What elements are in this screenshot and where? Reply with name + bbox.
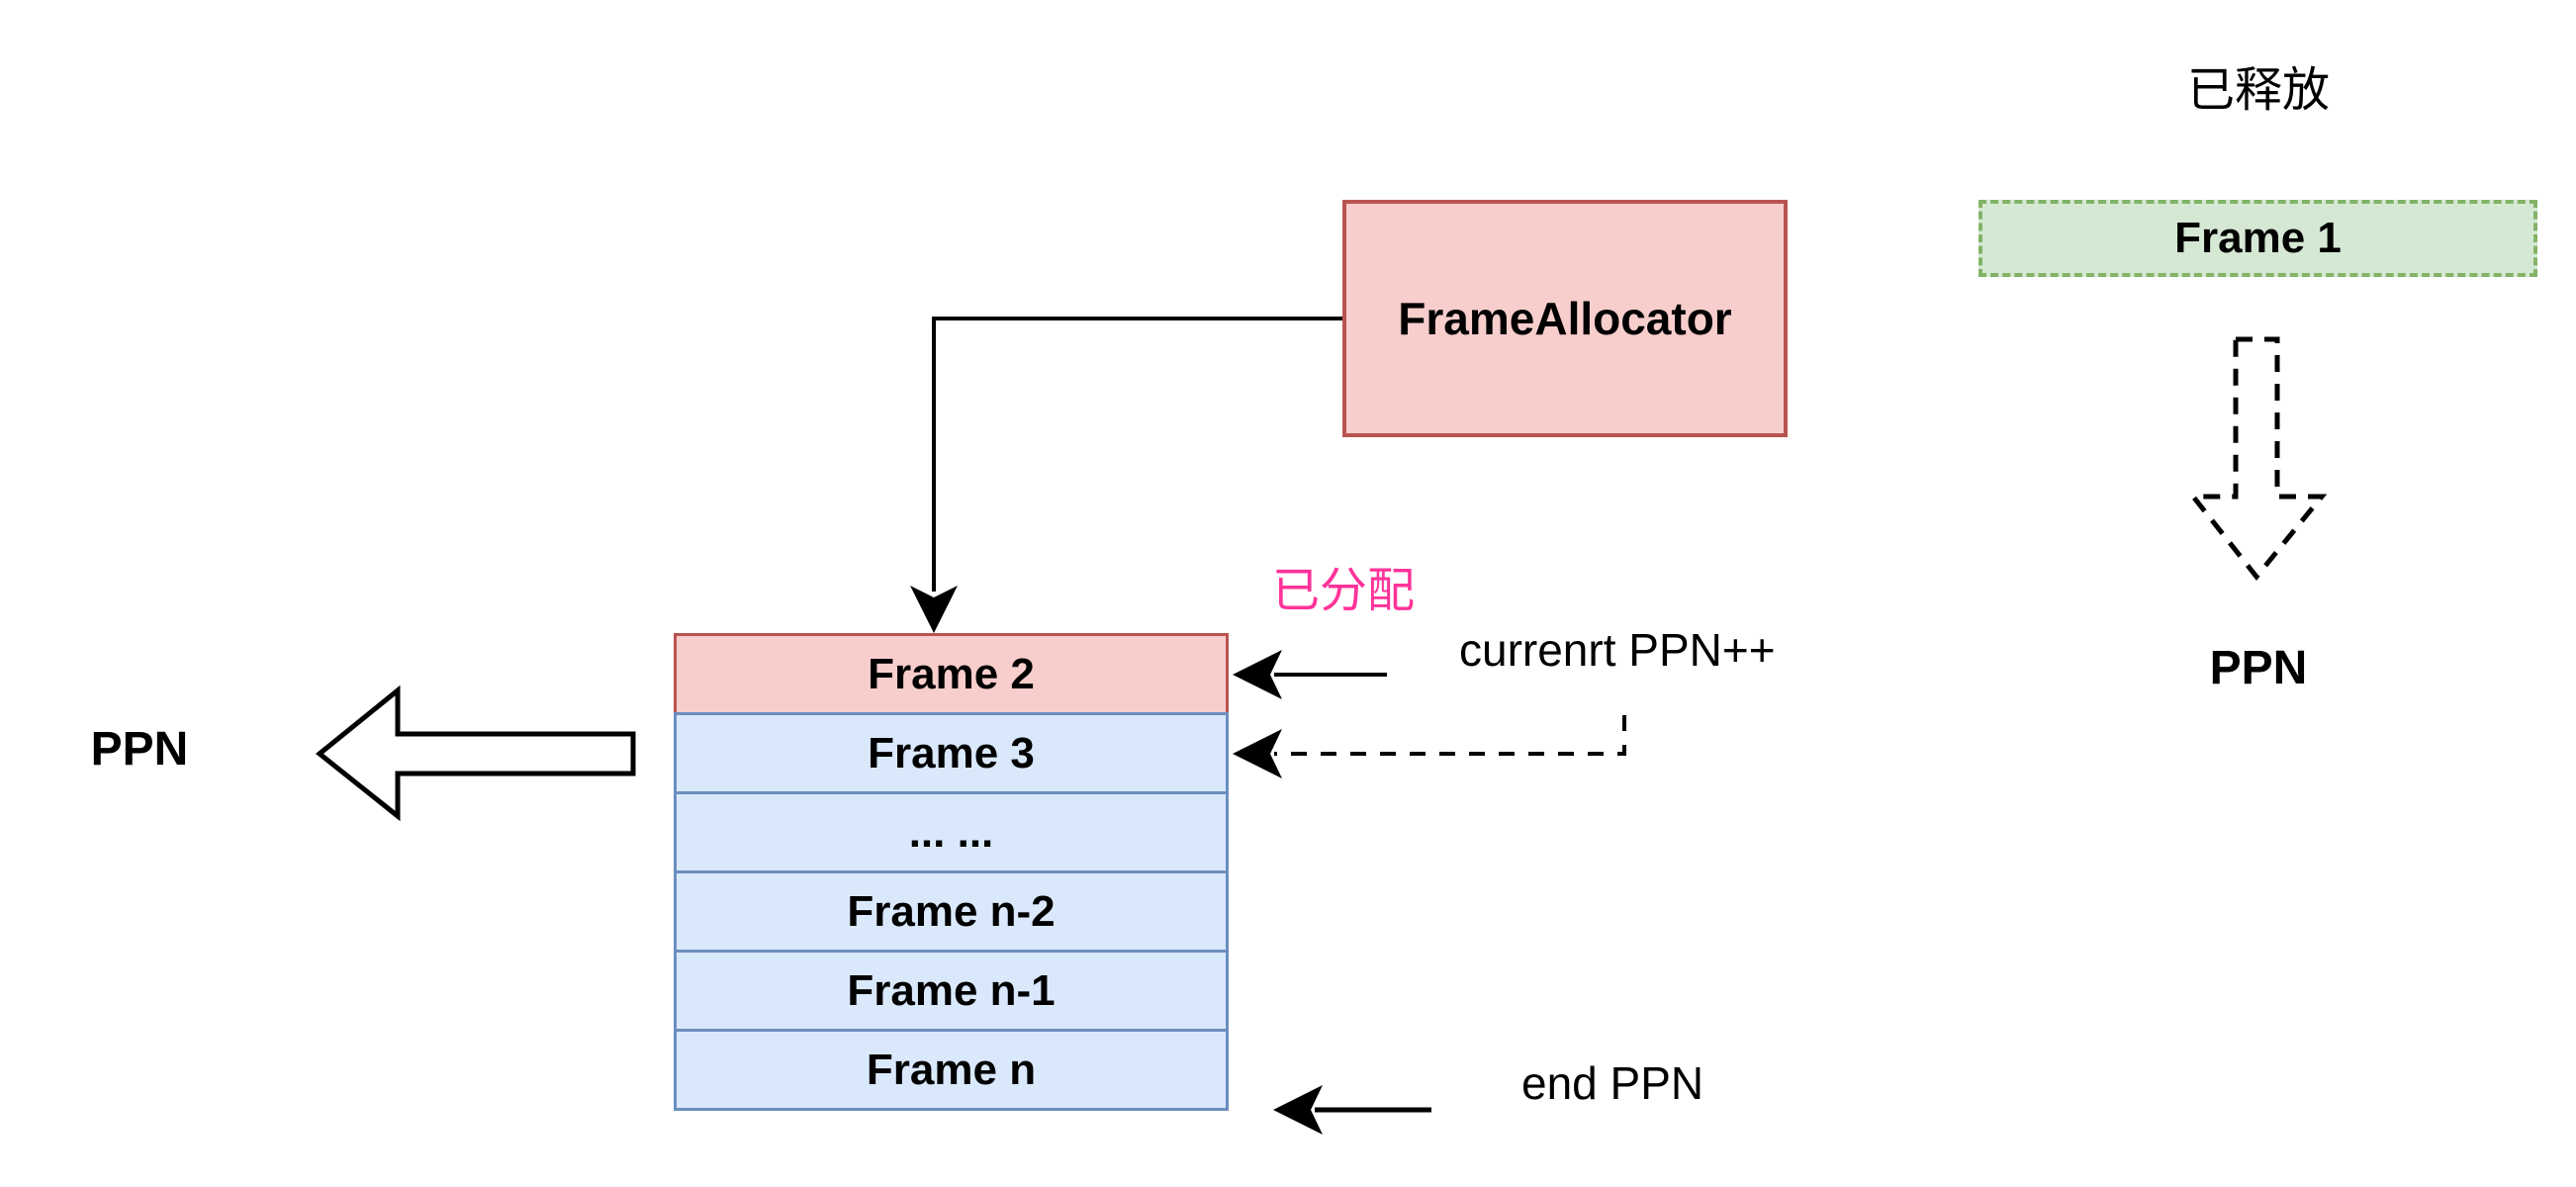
stack-row-frame-3: Frame 3 [674, 712, 1229, 794]
stack-row-frame-n: Frame n [674, 1029, 1229, 1111]
arrowhead-down-icon [910, 586, 958, 633]
next-ppn-dashed-arrow [1233, 715, 1626, 778]
released-down-arrow [2187, 336, 2328, 581]
released-frame-box: Frame 1 [1978, 200, 2537, 277]
ppn-out-arrow [316, 685, 636, 822]
end-ppn-arrow [1273, 1085, 1431, 1135]
released-ppn-label: PPN [2209, 642, 2308, 694]
big-left-arrow-icon [316, 685, 636, 822]
dashed-down-arrow-icon [2187, 336, 2328, 581]
end-ppn-label: end PPN [1521, 1057, 1704, 1109]
stack-row-ellipsis: ... ... [674, 791, 1229, 873]
arrowhead-left-icon [1273, 1085, 1323, 1135]
frame-stack: Frame 2 Frame 3 ... ... Frame n-2 Frame … [674, 633, 1229, 1111]
allocator-to-stack-arrow [910, 317, 1342, 633]
frame-allocator-box: FrameAllocator [1342, 200, 1788, 437]
current-ppn-label: currenrt PPN++ [1459, 624, 1776, 676]
stack-row-frame-2: Frame 2 [674, 633, 1229, 715]
arrowhead-left-icon [1233, 650, 1282, 699]
stack-row-frame-n-2: Frame n-2 [674, 870, 1229, 953]
ppn-out-label: PPN [90, 723, 189, 776]
arrowhead-left-icon [1233, 729, 1282, 778]
current-ppn-arrow [1233, 650, 1387, 699]
allocated-caption: 已分配 [1271, 565, 1415, 617]
stack-row-frame-n-1: Frame n-1 [674, 950, 1229, 1032]
released-caption: 已释放 [2186, 64, 2330, 117]
